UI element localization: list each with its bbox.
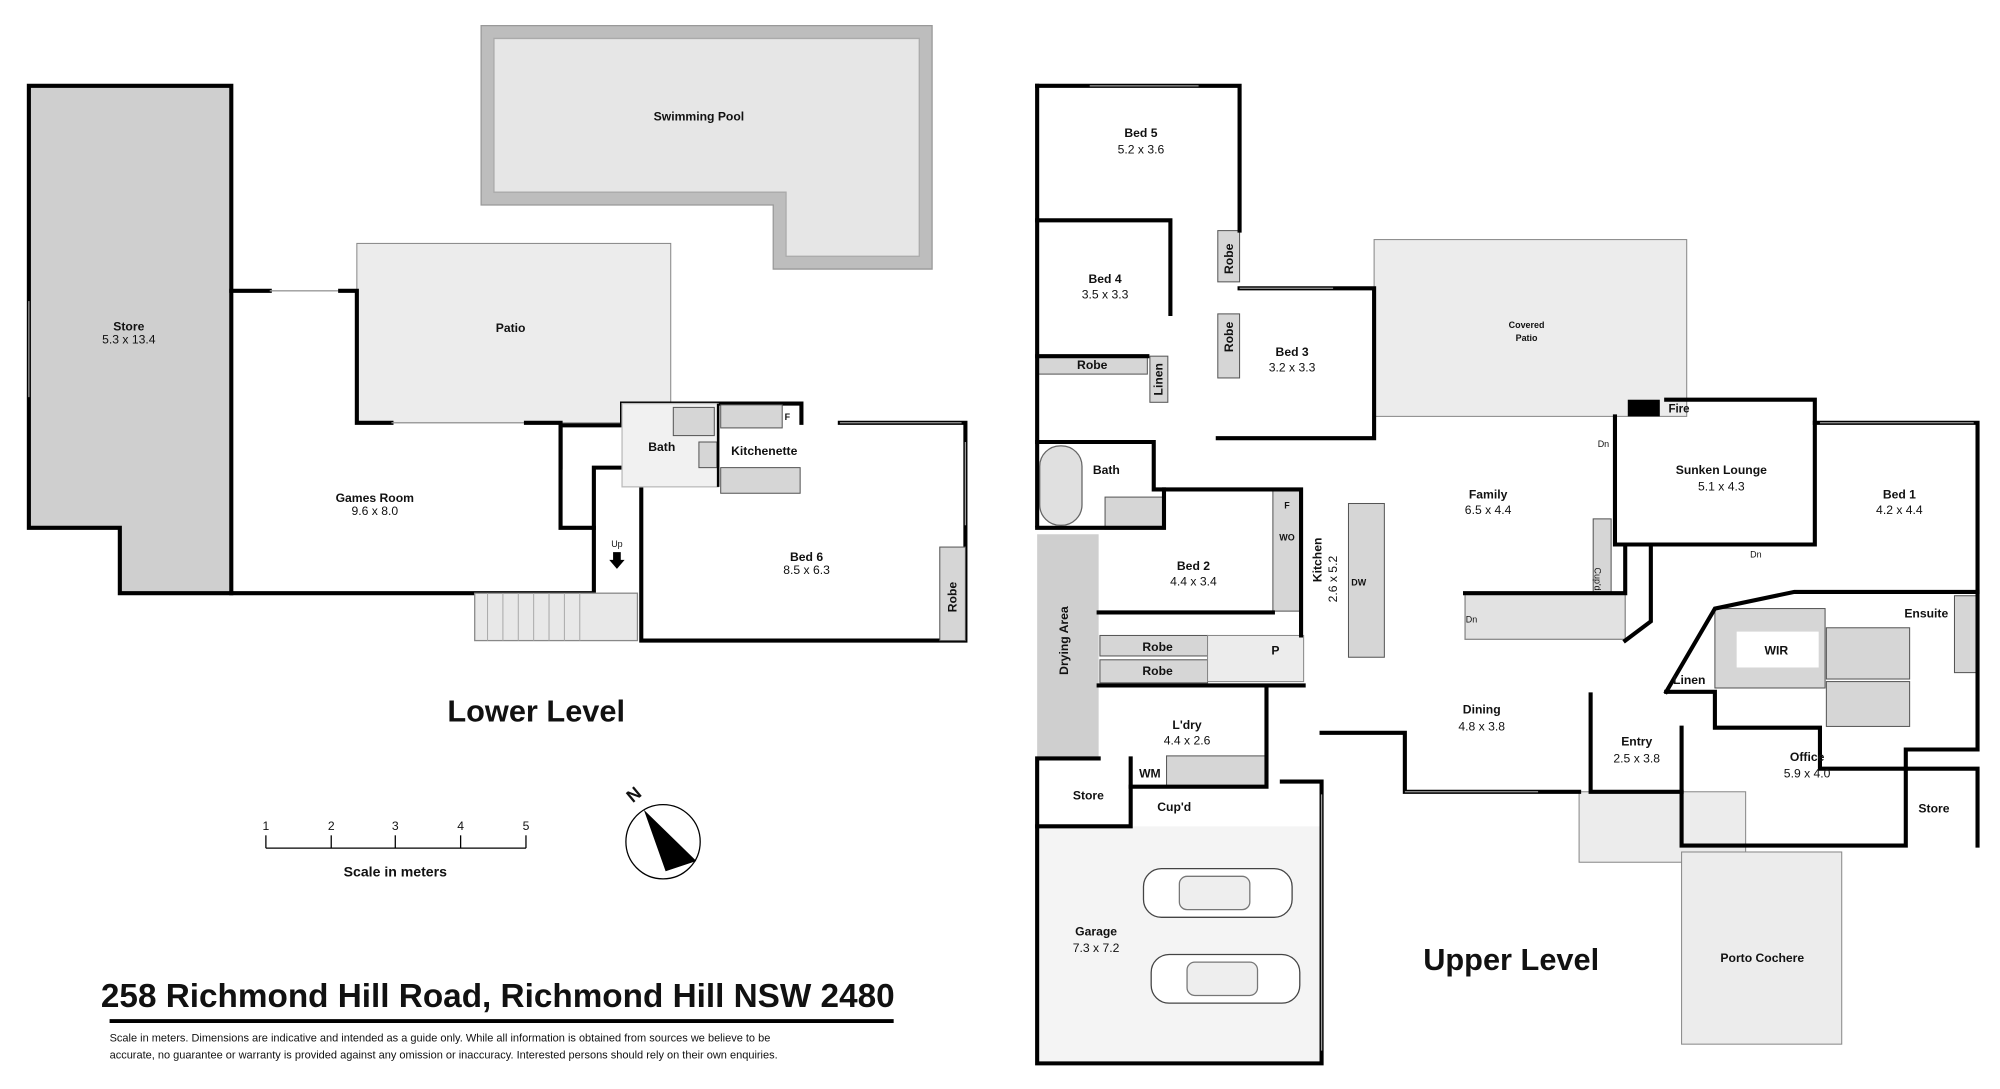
room-label: Kitchenette (731, 444, 797, 458)
room-label: WO (1279, 533, 1294, 543)
compass-label: N (622, 783, 645, 807)
room-dims: 4.2 x 4.4 (1876, 503, 1923, 517)
room-label: P (1271, 644, 1279, 658)
room-label: Bed 1 (1883, 487, 1916, 501)
stair-label: Dn (1466, 615, 1477, 625)
room-dims: 3.5 x 3.3 (1082, 288, 1129, 302)
room-label: Cup'd (1592, 568, 1602, 591)
disclaimer-line2: accurate, no guarantee or warranty is pr… (110, 1049, 778, 1061)
room-label: Patio (496, 321, 526, 335)
room-dims: 5.1 x 4.3 (1698, 480, 1745, 494)
room-label: Linen (1152, 363, 1166, 395)
disclaimer-line1: Scale in meters. Dimensions are indicati… (110, 1033, 771, 1045)
patio-area (356, 242, 672, 424)
stair-label: Up (611, 539, 622, 549)
room-dims: 2.5 x 3.8 (1613, 751, 1660, 765)
upper-level: Bed 5 5.2 x 3.6 Bed 4 3.5 x 3.3 Robe Rob… (1035, 83, 1980, 1066)
room-label: Bed 2 (1177, 559, 1210, 573)
scale-tick: 4 (457, 819, 464, 833)
room-dims: 4.8 x 3.8 (1458, 719, 1505, 733)
level-title: Lower Level (447, 693, 625, 728)
room-label: Games Room (336, 491, 415, 505)
room-label: Dining (1463, 703, 1501, 717)
lower-level: Store 5.3 x 13.4 Swimming Pool Patio Gam… (26, 24, 968, 728)
room-label: WM (1139, 767, 1161, 781)
room-label: DW (1351, 577, 1366, 587)
room-label: Store (1073, 788, 1104, 802)
room-label: Store (1918, 801, 1949, 815)
room-label: Office (1790, 750, 1825, 764)
scale-label: Scale in meters (344, 863, 447, 879)
room-dims: 8.5 x 6.3 (783, 563, 830, 577)
stair-label: Dn (1750, 549, 1761, 559)
room-label: L'dry (1172, 718, 1201, 732)
scale-tick: 2 (328, 819, 335, 833)
room-dims: 6.5 x 4.4 (1465, 503, 1512, 517)
covered-patio-area (1373, 239, 1688, 417)
room-dims: 2.6 x 5.2 (1326, 556, 1340, 603)
room-label: Robe (1222, 322, 1236, 353)
level-title: Upper Level (1423, 942, 1599, 977)
room-label: Porto Cochere (1720, 951, 1804, 965)
room-dims: 4.4 x 3.4 (1170, 574, 1217, 588)
room-label: Cup'd (1157, 800, 1191, 814)
room-dims: 5.9 x 4.0 (1784, 767, 1831, 781)
lower-store-area (26, 83, 234, 596)
room-label: Robe (1142, 640, 1173, 654)
drying-area (1037, 534, 1099, 759)
room-label: Kitchen (1311, 538, 1325, 583)
car-icon (1142, 867, 1293, 918)
stair-label: Dn (1598, 439, 1609, 449)
room-label: WIR (1765, 644, 1789, 658)
room-label: Robe (945, 582, 959, 613)
room-label: Linen (1673, 673, 1705, 687)
room-label: F (1284, 501, 1290, 511)
room-dims: 5.3 x 13.4 (102, 332, 156, 346)
room-label: Robe (1142, 664, 1173, 678)
room-label: Family (1469, 487, 1508, 501)
room-label: Entry (1621, 735, 1652, 749)
room-dims: 3.2 x 3.3 (1269, 361, 1316, 375)
address-title: 258 Richmond Hill Road, Richmond Hill NS… (101, 978, 895, 1015)
room-dims: 5.2 x 3.6 (1118, 143, 1165, 157)
scale-tick: 1 (263, 819, 270, 833)
stairs-lower (474, 592, 639, 642)
room-dims: 4.4 x 2.6 (1164, 733, 1211, 747)
room-dims: 7.3 x 7.2 (1073, 941, 1120, 955)
car-icon (1150, 953, 1301, 1004)
room-label: Bed 5 (1124, 126, 1157, 140)
room-label: Fire (1668, 404, 1690, 416)
room-dims: 9.6 x 8.0 (351, 504, 398, 518)
room-label: Bed 6 (790, 550, 823, 564)
room-label: Store (113, 320, 144, 334)
room-label: Ensuite (1904, 607, 1948, 621)
scale-tick: 3 (392, 819, 399, 833)
room-label: Swimming Pool (654, 109, 745, 123)
room-label: Bed 3 (1276, 345, 1309, 359)
room-label: Robe (1077, 358, 1108, 372)
room-label: Bath (648, 440, 675, 454)
compass-icon: N (622, 783, 701, 880)
room-label: Bath (1093, 463, 1120, 477)
scale-tick: 5 (523, 819, 530, 833)
room-label: Garage (1075, 924, 1117, 938)
room-label: Robe (1222, 243, 1236, 274)
arrow-down-icon (609, 552, 625, 569)
room-label: Patio (1516, 333, 1538, 343)
room-label: F (785, 412, 791, 422)
porto-cochere-area (1681, 851, 1843, 1045)
room-label: Sunken Lounge (1676, 463, 1767, 477)
room-label: Covered (1509, 320, 1545, 330)
room-label: Bed 4 (1089, 272, 1122, 286)
scale-bar: 1 2 3 4 5 Scale in meters (263, 819, 530, 879)
lower-robe (939, 546, 966, 642)
room-label: Drying Area (1057, 606, 1071, 675)
